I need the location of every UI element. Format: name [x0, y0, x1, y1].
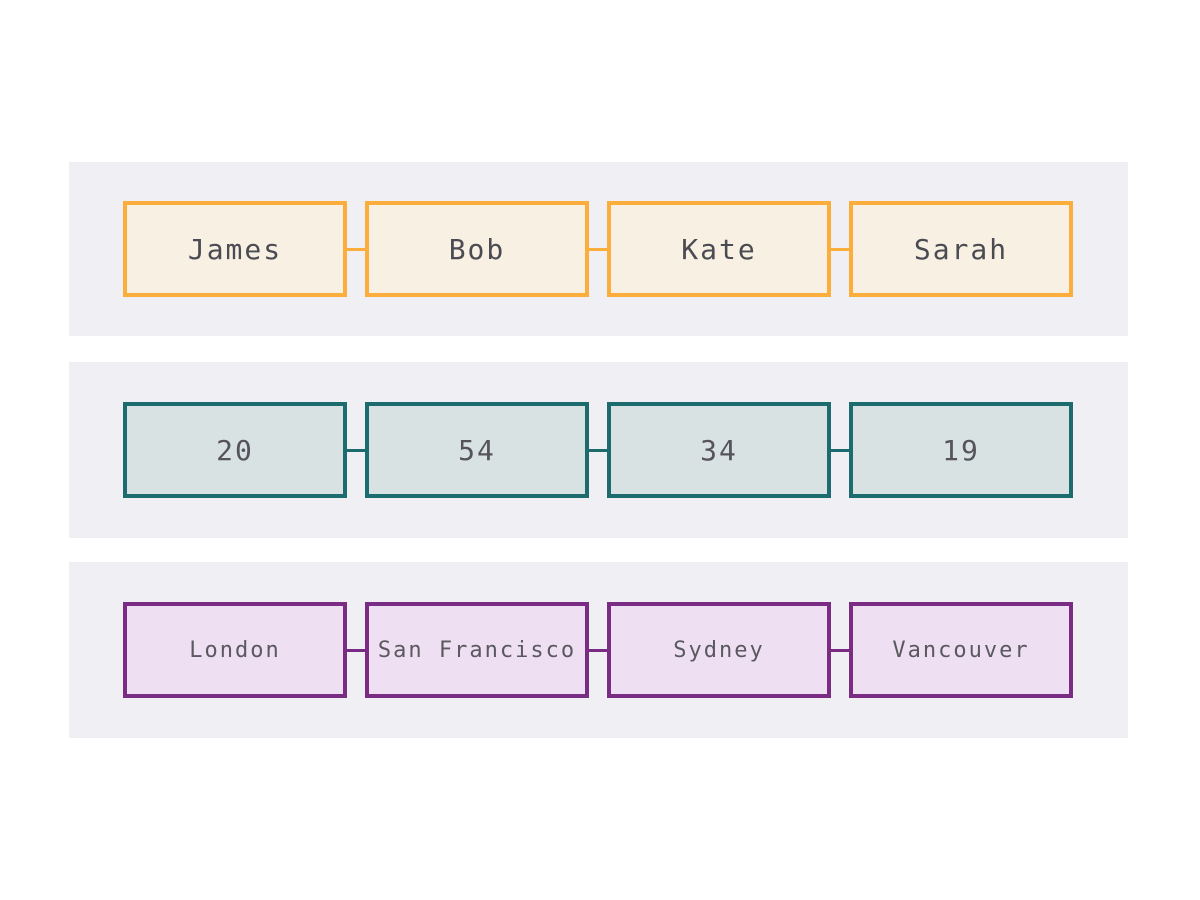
node-connector	[589, 247, 607, 251]
linked-list-ages: 20 54 34 19	[69, 362, 1128, 538]
list-node: Sarah	[849, 201, 1073, 297]
node-label: 20	[216, 433, 254, 467]
node-label: San Francisco	[377, 637, 577, 663]
node-connector	[347, 648, 365, 652]
list-node: Sydney	[607, 602, 831, 698]
linked-list-names: James Bob Kate Sarah	[69, 162, 1128, 336]
node-label: 54	[458, 433, 496, 467]
node-label: James	[187, 232, 283, 266]
list-node: James	[123, 201, 347, 297]
node-connector	[831, 648, 849, 652]
node-label: Kate	[681, 232, 757, 266]
list-node: San Francisco	[365, 602, 589, 698]
node-connector	[347, 247, 365, 251]
node-connector	[831, 247, 849, 251]
node-label: Sarah	[913, 232, 1009, 266]
node-connector	[589, 648, 607, 652]
node-label: Bob	[448, 232, 506, 266]
list-node: 34	[607, 402, 831, 498]
node-label: London	[189, 637, 281, 663]
list-node: Vancouver	[849, 602, 1073, 698]
list-node: 54	[365, 402, 589, 498]
node-label: Sydney	[673, 637, 765, 663]
list-node: 20	[123, 402, 347, 498]
list-node: Bob	[365, 201, 589, 297]
node-connector	[347, 448, 365, 452]
list-node: Kate	[607, 201, 831, 297]
node-label: 19	[942, 433, 980, 467]
node-connector	[831, 448, 849, 452]
linked-list-cities: London San Francisco Sydney Vancouver	[69, 562, 1128, 738]
node-label: 34	[700, 433, 738, 467]
list-node: 19	[849, 402, 1073, 498]
node-label: Vancouver	[892, 637, 1030, 663]
node-connector	[589, 448, 607, 452]
list-node: London	[123, 602, 347, 698]
